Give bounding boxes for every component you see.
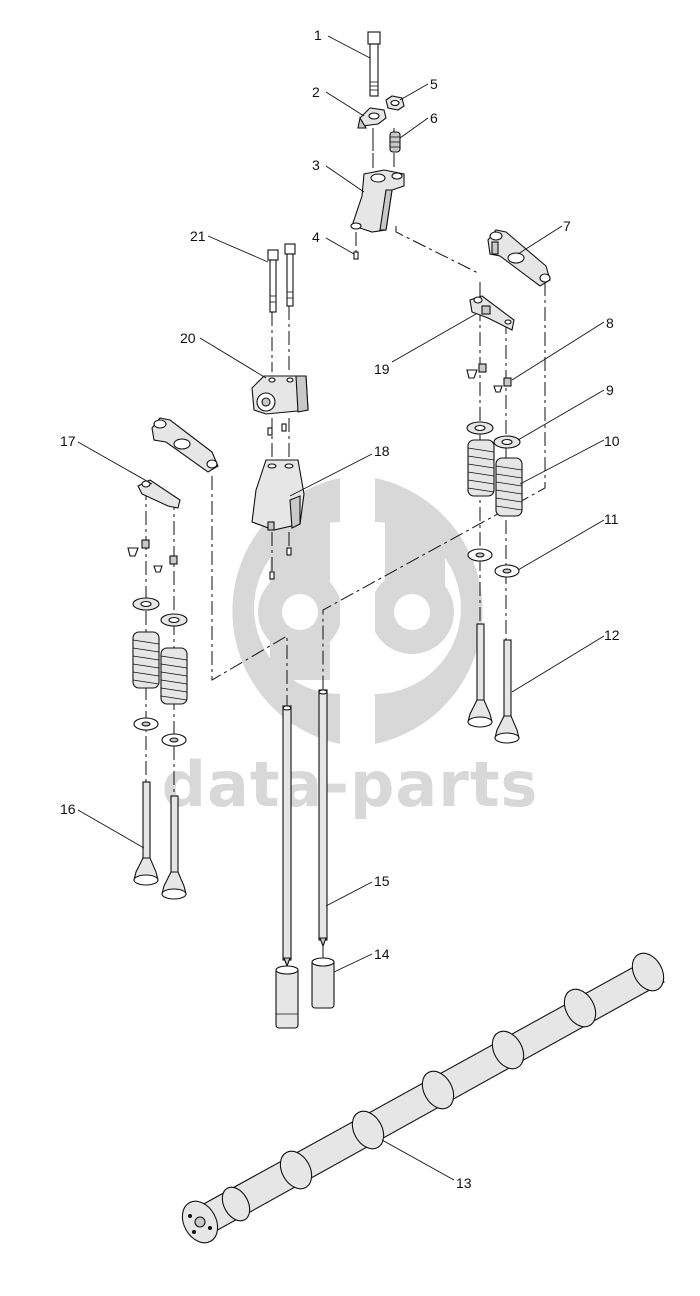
callout-20: 20 — [180, 330, 196, 346]
part-2-bracket-clip — [357, 107, 387, 129]
part-14-tappets — [275, 957, 335, 1029]
part-1-bolt — [367, 31, 381, 97]
leader-lines — [77, 35, 605, 1181]
part-20-shaft-block — [251, 375, 309, 415]
part-3-rocker-support — [350, 169, 405, 233]
part-8-valve-keepers — [466, 363, 512, 393]
callout-21: 21 — [190, 228, 206, 244]
callout-3: 3 — [312, 157, 320, 173]
part-10-valve-spring — [467, 439, 523, 517]
callout-6: 6 — [430, 110, 438, 126]
part-4-pin — [353, 251, 359, 260]
callout-5: 5 — [430, 76, 438, 92]
callout-9: 9 — [606, 382, 614, 398]
callout-numbers: 1 2 3 4 5 6 7 8 9 10 11 12 13 14 15 16 1… — [60, 27, 620, 1191]
data-parts-logo-icon — [232, 478, 483, 744]
part-16-valve — [133, 781, 187, 900]
callout-11: 11 — [604, 511, 619, 527]
part-6-spring — [389, 131, 401, 153]
callout-16: 16 — [60, 801, 76, 817]
part-5-nut — [385, 95, 405, 111]
callout-10: 10 — [604, 433, 620, 449]
callout-15: 15 — [374, 873, 390, 889]
left-spring-retainer — [132, 597, 188, 627]
callout-18: 18 — [374, 443, 390, 459]
part-15-push-rods — [282, 689, 328, 968]
callout-14: 14 — [374, 946, 390, 962]
part-12-valve — [467, 623, 520, 744]
part-18-rocker-pedestal — [251, 423, 305, 580]
part-19-valve-bridge — [469, 295, 515, 331]
part-17-rocker-bridge — [137, 417, 219, 509]
part-11-spring-washer — [467, 548, 520, 578]
callout-12: 12 — [604, 627, 620, 643]
callout-8: 8 — [606, 315, 614, 331]
watermark-text: data-parts — [162, 748, 539, 821]
part-21-bolts — [267, 243, 296, 313]
callout-1: 1 — [314, 27, 322, 43]
part-13-camshaft — [181, 952, 665, 1244]
part-7-rocker-arm — [487, 229, 551, 287]
callout-17: 17 — [60, 433, 76, 449]
part-9-spring-retainer — [466, 421, 521, 449]
callout-7: 7 — [563, 218, 571, 234]
callout-4: 4 — [312, 229, 320, 245]
callout-2: 2 — [312, 84, 320, 100]
left-spring-washer — [133, 717, 187, 747]
left-valve-spring — [132, 631, 188, 705]
callout-13: 13 — [456, 1175, 472, 1191]
callout-19: 19 — [374, 361, 390, 377]
watermark: data-parts — [162, 478, 539, 821]
left-valve-keepers — [127, 539, 178, 573]
